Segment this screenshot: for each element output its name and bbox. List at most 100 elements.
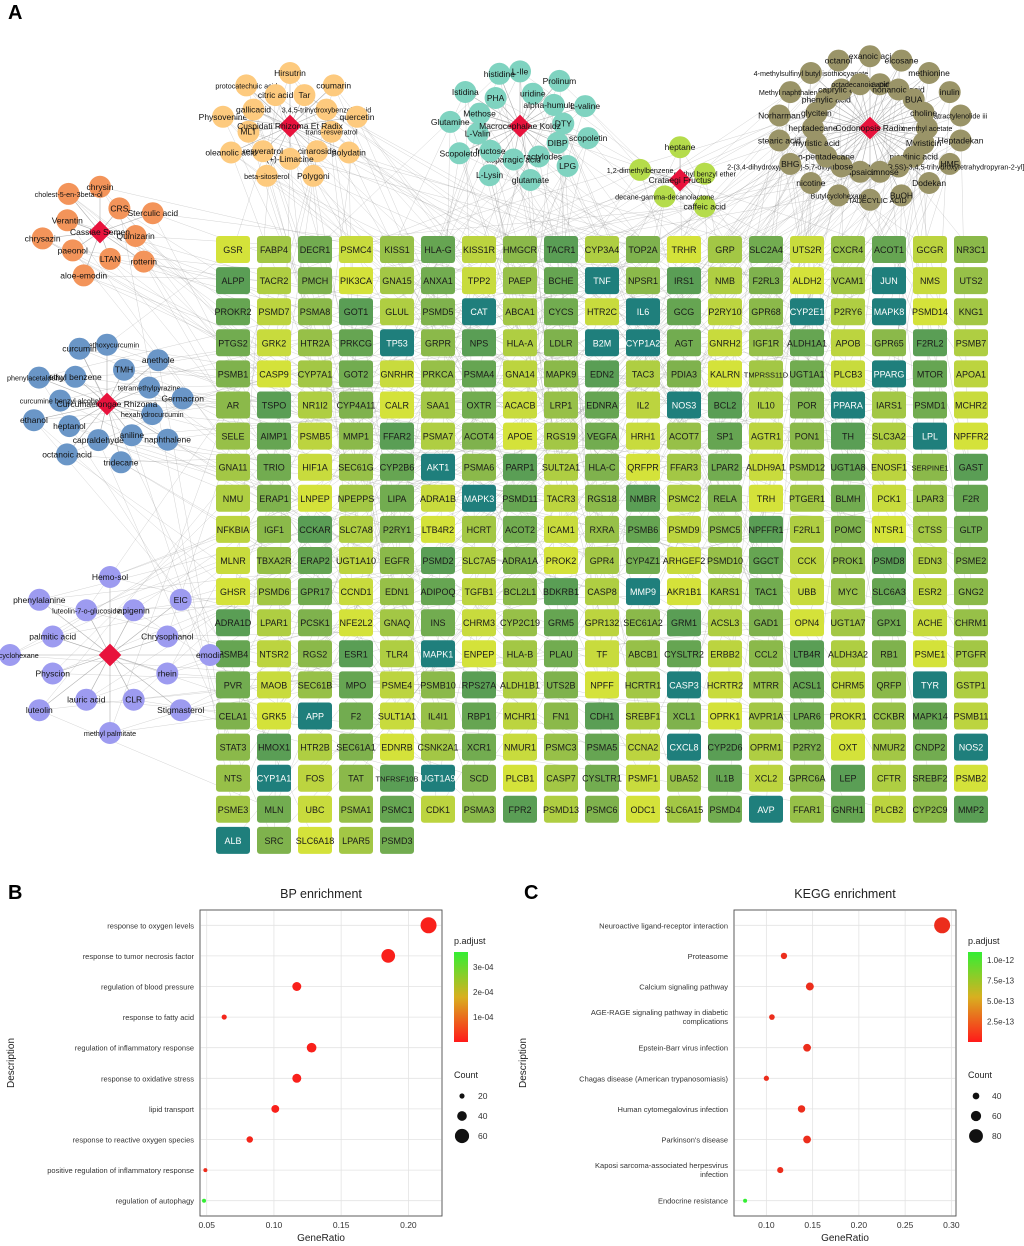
target-node: PSMD13: [543, 795, 579, 823]
compound-label: tridecane: [104, 457, 139, 467]
target-label: GNA15: [382, 276, 412, 286]
compound-circle: [779, 152, 802, 175]
target-box: [626, 298, 660, 326]
target-box: [421, 329, 455, 357]
target-box: [954, 609, 988, 637]
target-box: [585, 795, 619, 823]
data-point: [420, 917, 437, 934]
compound-label: butyl-cyclohexane: [0, 651, 39, 660]
compound-node: heptane: [665, 136, 696, 159]
target-label: JUN: [880, 276, 898, 286]
compound-label: uridine: [520, 89, 546, 99]
target-label: ACHE: [917, 618, 942, 628]
target-label: SLC3A2: [872, 432, 906, 442]
target-node: TLR4: [380, 640, 414, 668]
interaction-edge: [131, 404, 521, 436]
target-label: PSMC5: [709, 525, 740, 535]
compound-circle: [320, 120, 343, 143]
compound-circle: [859, 188, 881, 211]
herb-compound-edge: [869, 127, 961, 141]
target-node: NPEPPS: [338, 484, 374, 512]
target-label: TRIO: [263, 463, 285, 473]
target-label: LRP1: [550, 401, 573, 411]
target-box: [831, 640, 865, 668]
target-node: HRH1: [626, 422, 660, 450]
target-label: RELA: [713, 494, 737, 504]
target-node: GSTP1: [954, 671, 988, 699]
target-label: LDLR: [549, 338, 573, 348]
compound-label: Verantin: [52, 215, 83, 225]
target-label: CELA1: [219, 712, 248, 722]
compound-circle: [938, 152, 961, 175]
target-box: [872, 764, 906, 792]
category-label: infection: [700, 1170, 728, 1179]
target-node: RPS27A: [462, 671, 496, 699]
target-node: HTR2C: [585, 298, 619, 326]
herb-compound-edge: [869, 72, 930, 129]
compound-label: caffeic acid: [684, 202, 727, 212]
target-node: CFTR: [872, 764, 906, 792]
target-node: IL2: [626, 391, 660, 419]
herb-label: Cuspidati Rhizoma Et Radix: [237, 121, 344, 131]
compound-circle: [57, 182, 80, 205]
target-node: MTRR: [749, 671, 783, 699]
target-node: PLCB3: [831, 360, 865, 388]
target-box: [913, 733, 947, 761]
compound-label: rotterin: [131, 257, 158, 267]
target-label: PSMD13: [543, 805, 579, 815]
target-box: [380, 298, 414, 326]
target-box: [790, 329, 824, 357]
target-label: MLNR: [220, 556, 246, 566]
panel-label-a: A: [8, 2, 23, 24]
target-node: ABCA1: [503, 298, 537, 326]
target-label: FFAR1: [793, 805, 821, 815]
target-box: [872, 671, 906, 699]
size-legend-dot: [969, 1129, 983, 1143]
target-label: NPFFR2: [953, 432, 988, 442]
target-node: MPO: [339, 671, 373, 699]
target-box: [380, 671, 414, 699]
target-box: [380, 578, 414, 606]
target-box: [585, 298, 619, 326]
target-node: PSMC2: [667, 484, 701, 512]
target-box: [667, 671, 701, 699]
target-box: [708, 236, 742, 263]
target-label: PCSK1: [300, 618, 330, 628]
target-node: PSMD1: [913, 391, 947, 419]
target-node: GHSR: [216, 578, 250, 606]
target-box: [585, 764, 619, 792]
x-tick-label: 0.25: [897, 1220, 914, 1230]
herb-cluster: HirsutrinTarcoumarin3,4,5-trihydroxybenz…: [199, 62, 375, 187]
target-label: UTS2R: [792, 245, 822, 255]
target-box: [339, 578, 373, 606]
target-node: TAC1: [749, 578, 783, 606]
target-label: RGS2: [303, 649, 328, 659]
target-label: CYP1A2: [626, 338, 661, 348]
compound-node: polydatin: [332, 141, 366, 164]
target-box: [626, 733, 660, 761]
target-node: CDH1: [585, 702, 619, 730]
compound-label: demethoxycurcumin: [75, 341, 139, 350]
target-box: [503, 764, 537, 792]
compound-circle: [521, 82, 544, 105]
size-legend-dot: [972, 1092, 980, 1100]
target-label: POMC: [835, 525, 863, 535]
target-node: LTB4R: [790, 640, 824, 668]
target-box: [298, 671, 332, 699]
size-legend-label: 40: [478, 1111, 488, 1121]
target-node: ALDH9A1: [746, 453, 786, 481]
target-node: CYCS: [544, 298, 578, 326]
target-node: KISS1: [380, 236, 414, 263]
target-box: [421, 578, 455, 606]
target-label: PSMC4: [340, 245, 371, 255]
target-box: [954, 640, 988, 668]
compound-node: heptanol: [53, 415, 86, 438]
target-label: PRKCA: [422, 369, 453, 379]
target-label: SAA1: [426, 401, 449, 411]
target-node: SERPINE1: [911, 453, 949, 481]
target-box: [913, 236, 947, 263]
compound-node: hexahydrocurcumin: [121, 403, 184, 426]
target-node: PPARA: [831, 391, 865, 419]
target-label: ALDH9A1: [746, 463, 786, 473]
